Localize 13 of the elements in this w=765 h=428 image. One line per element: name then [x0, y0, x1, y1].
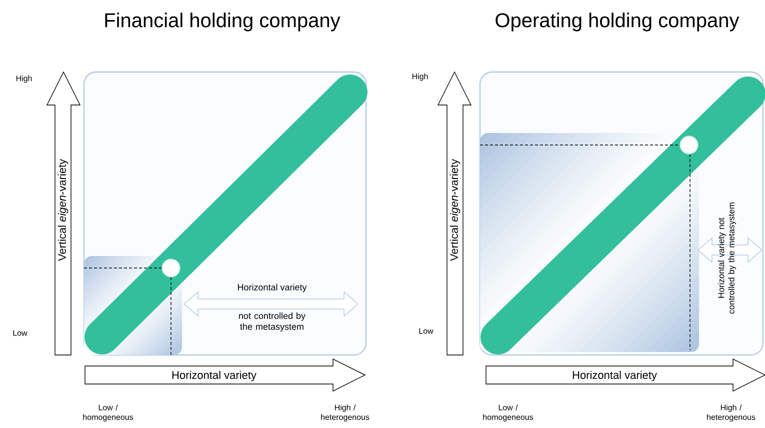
annotation-text: Horizontal variety not controlled by the metasystem: [718, 202, 736, 314]
axis-end-label: Low / homogeneous: [483, 404, 534, 422]
axis-level-label: Low: [13, 330, 28, 336]
axis-level-label: Low: [419, 328, 434, 334]
axis-end-label: High / heterogenous: [321, 404, 370, 422]
panel-title: Financial holding company: [105, 12, 340, 32]
annotation-text: not controlled by the metasystem: [239, 312, 306, 332]
axis-level-label: High: [412, 73, 428, 81]
panel-title: Operating holding company: [496, 12, 740, 32]
axis-end-label: High / heterogenous: [707, 404, 756, 422]
axis-level-label: High: [16, 75, 32, 83]
axis-end-label: Low / homogeneous: [83, 404, 134, 422]
annotation-text: Horizontal variety: [238, 284, 307, 292]
